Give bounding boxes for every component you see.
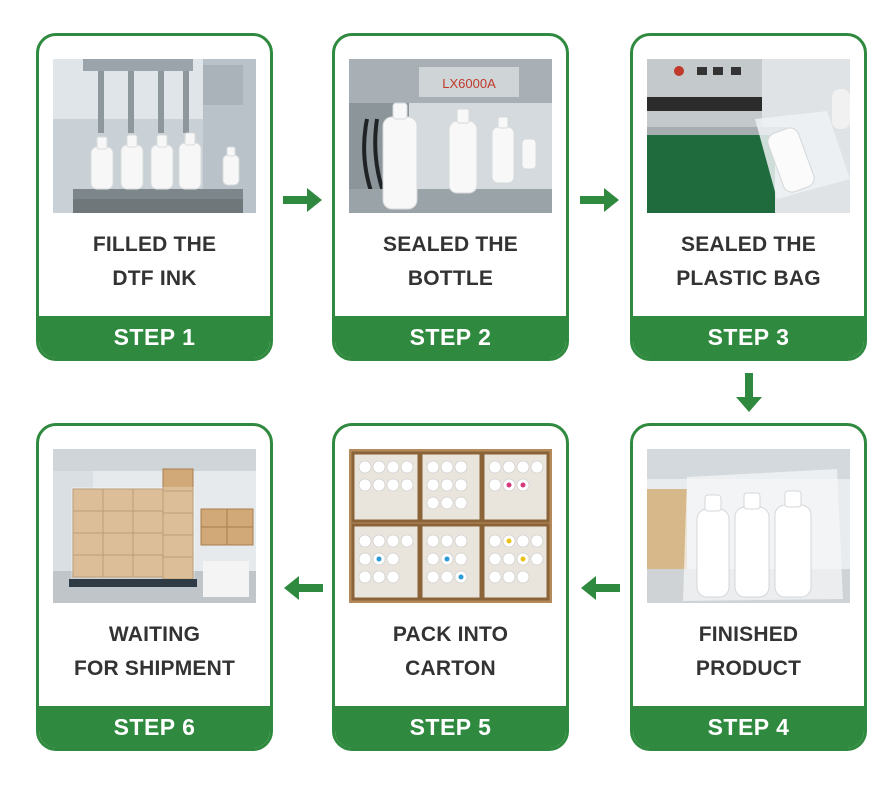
arrow-right-icon: [283, 188, 322, 212]
step-card-3: SEALED THE PLASTIC BAG STEP 3: [630, 33, 867, 361]
step-label: STEP 6: [39, 706, 270, 748]
step-card-2: LX6000A SEALED THE BOTTLE STEP 2: [332, 33, 569, 361]
caption-line-1: PACK INTO: [392, 623, 509, 646]
step-caption: WAITING FOR SHIPMENT: [39, 618, 270, 686]
step-card-4: FINISHED PRODUCT STEP 4: [630, 423, 867, 751]
cartons-photo: [349, 449, 552, 603]
step-caption: FINISHED PRODUCT: [633, 618, 864, 686]
filling-machine-photo: [53, 59, 256, 213]
step-label: STEP 4: [633, 706, 864, 748]
step-caption: FILLED THE DTF INK: [39, 228, 270, 296]
caption-line-1: SEALED THE: [680, 233, 816, 256]
caption-line-2: FOR SHIPMENT: [73, 657, 236, 680]
caption-line-1: WAITING: [108, 623, 201, 646]
caption-line-1: FINISHED: [698, 623, 799, 646]
finished-product-photo: [647, 449, 850, 603]
machine-label: LX6000A: [442, 76, 496, 91]
step-label: STEP 2: [335, 316, 566, 358]
caption-line-2: PRODUCT: [695, 657, 802, 680]
arrow-left-icon: [581, 576, 620, 600]
caption-line-2: DTF INK: [112, 267, 197, 290]
caption-line-2: CARTON: [405, 657, 496, 680]
step-label: STEP 5: [335, 706, 566, 748]
step-caption: PACK INTO CARTON: [335, 618, 566, 686]
step-label: STEP 3: [633, 316, 864, 358]
arrow-right-icon: [580, 188, 619, 212]
caption-line-1: SEALED THE: [382, 233, 518, 256]
step-card-6: WAITING FOR SHIPMENT STEP 6: [36, 423, 273, 751]
arrow-left-icon: [284, 576, 323, 600]
bag-sealer-photo: [647, 59, 850, 213]
warehouse-photo: [53, 449, 256, 603]
caption-line-1: FILLED THE: [92, 233, 217, 256]
step-card-5: PACK INTO CARTON STEP 5: [332, 423, 569, 751]
step-card-1: FILLED THE DTF INK STEP 1: [36, 33, 273, 361]
arrow-down-icon: [736, 373, 762, 412]
step-label: STEP 1: [39, 316, 270, 358]
sealing-machine-photo: LX6000A: [349, 59, 552, 213]
step-caption: SEALED THE BOTTLE: [335, 228, 566, 296]
caption-line-2: PLASTIC BAG: [676, 267, 821, 290]
caption-line-2: BOTTLE: [407, 267, 494, 290]
step-caption: SEALED THE PLASTIC BAG: [633, 228, 864, 296]
